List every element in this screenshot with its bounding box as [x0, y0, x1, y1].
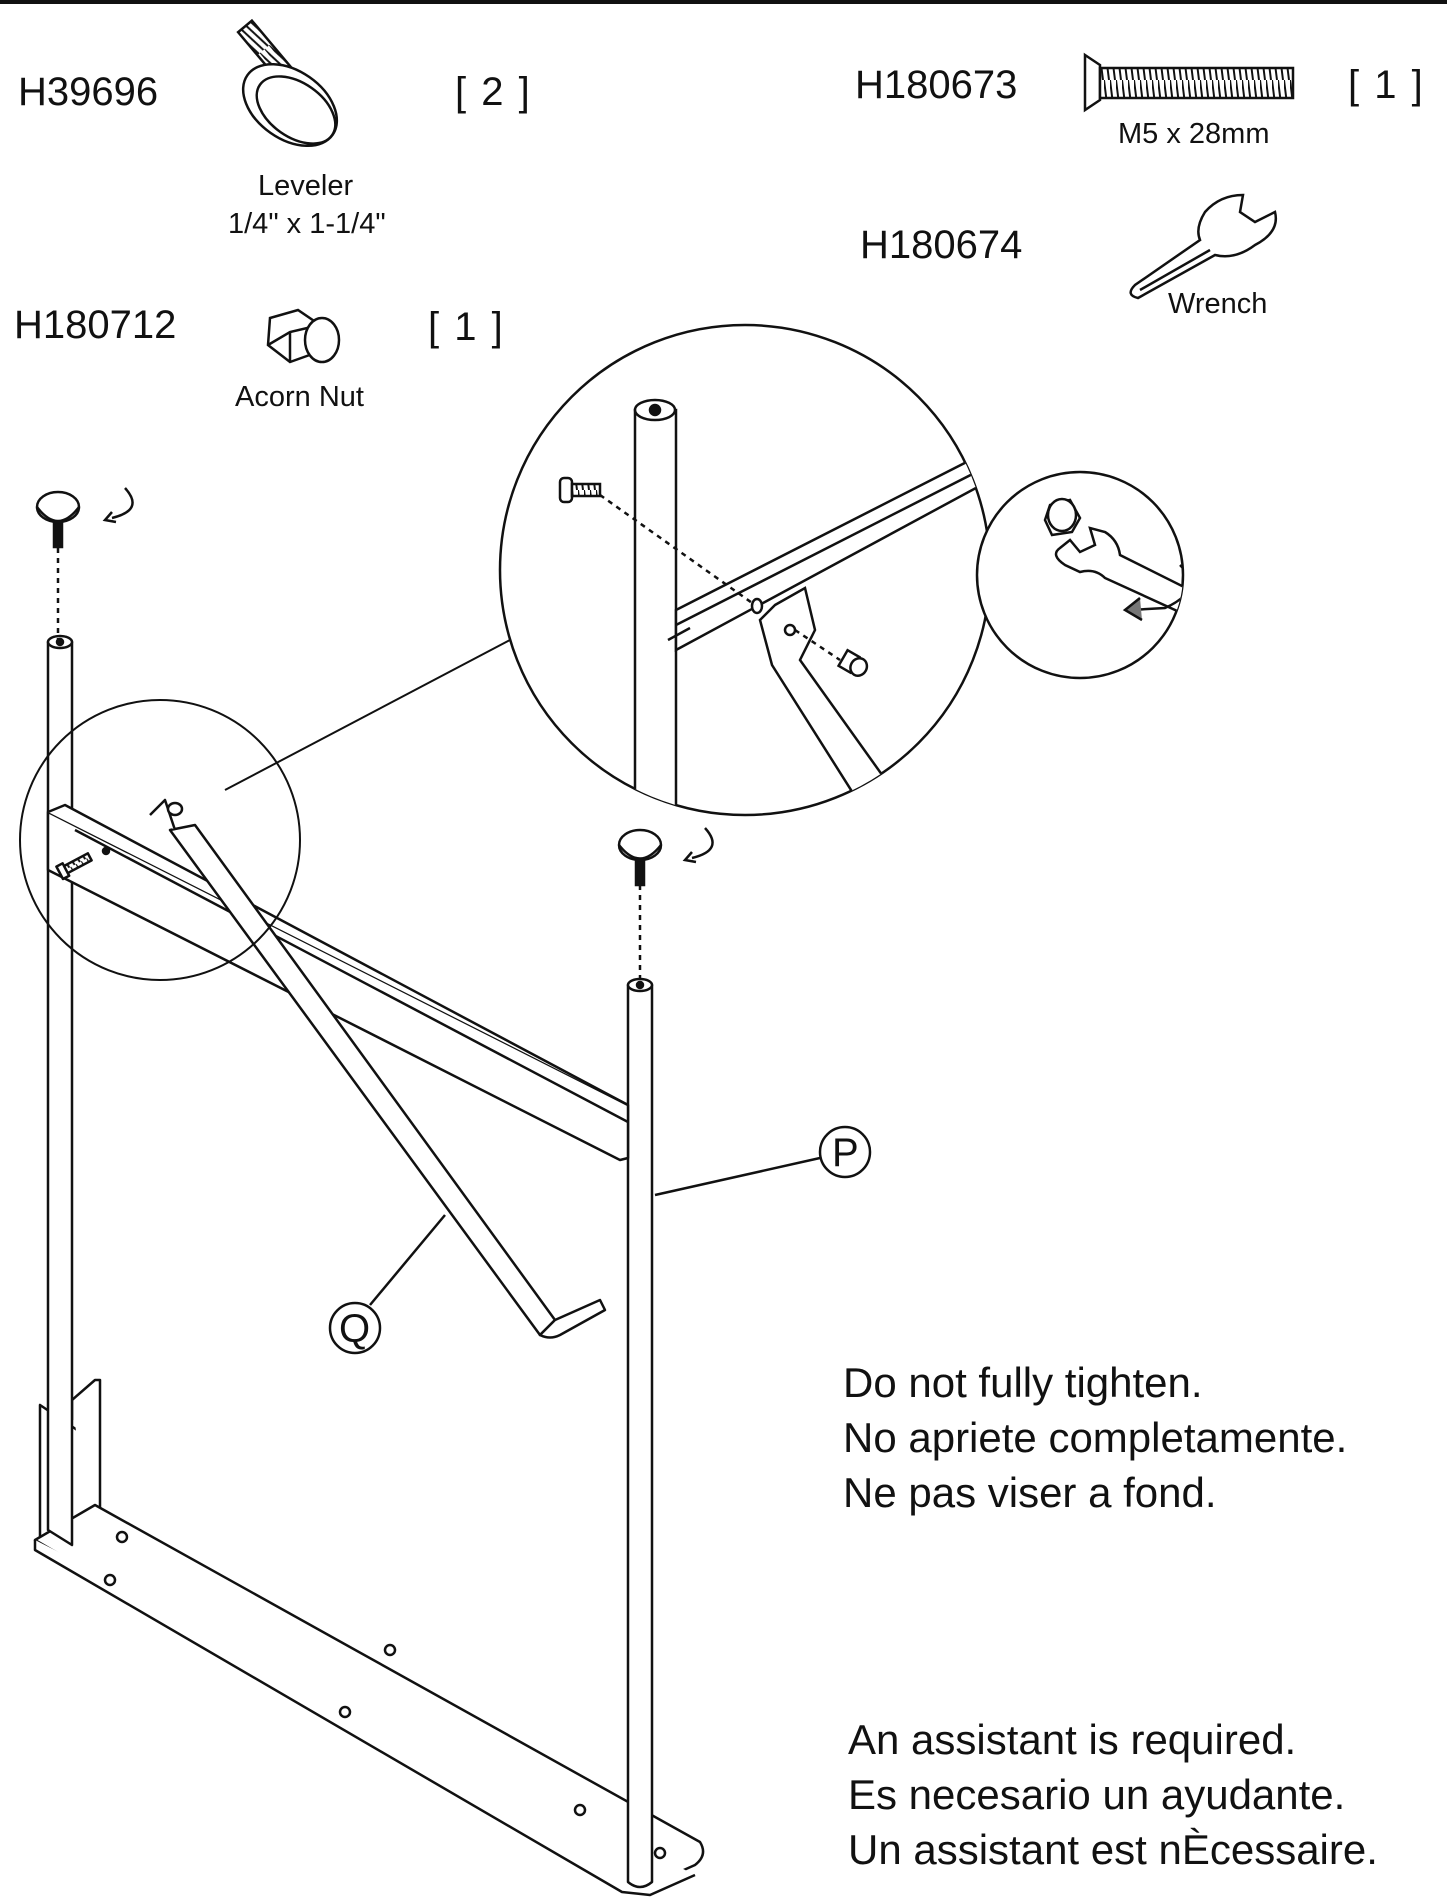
note-tighten-es: No apriete completamente.	[843, 1414, 1348, 1461]
note-assistant-fr: Un assistant est nÈcessaire.	[848, 1826, 1378, 1873]
bolt-qty: [ 1 ]	[1348, 63, 1425, 107]
callout-p	[654, 1125, 872, 1197]
bolt-size: M5 x 28mm	[1118, 118, 1270, 150]
detail-circle-left	[19, 699, 301, 981]
note-assistant: An assistant is required. Es necesario u…	[848, 1712, 1378, 1877]
leveler-right	[617, 827, 714, 980]
wrench-detail-circle	[975, 470, 1185, 680]
callout-q-label: Q	[339, 1307, 371, 1351]
note-tighten-en: Do not fully tighten.	[843, 1359, 1203, 1406]
bolt-code: H180673	[855, 63, 1018, 107]
leveler-qty: [ 2 ]	[455, 70, 532, 114]
detail-leader	[224, 639, 511, 791]
upright-p	[626, 983, 654, 1889]
callout-q	[328, 1214, 446, 1355]
leveler-name: Leveler	[258, 170, 354, 202]
bolt-icon	[1083, 52, 1295, 113]
top-rail	[46, 810, 630, 1162]
leveler-size: 1/4" x 1-1/4"	[228, 208, 386, 240]
left-upright	[46, 640, 74, 1547]
note-assistant-en: An assistant is required.	[848, 1716, 1297, 1763]
callout-p-label: P	[832, 1131, 859, 1175]
wrench-icon	[1129, 193, 1278, 300]
acorn-nut-code: H180712	[14, 303, 177, 347]
wrench-code: H180674	[860, 223, 1023, 267]
base-holes	[103, 1530, 667, 1860]
frame-assembly	[33, 634, 705, 1897]
note-tighten-fr: Ne pas viser a fond.	[843, 1469, 1217, 1516]
acorn-nut-qty: [ 1 ]	[428, 305, 505, 349]
leveler-code: H39696	[18, 70, 159, 114]
acorn-nut-name: Acorn Nut	[235, 381, 364, 413]
note-tighten: Do not fully tighten. No apriete complet…	[843, 1355, 1347, 1520]
acorn-nut-icon	[266, 308, 341, 364]
leveler-left	[35, 487, 134, 640]
note-assistant-es: Es necesario un ayudante.	[848, 1771, 1346, 1818]
detail-circle-big	[498, 323, 992, 817]
leveler-icon	[236, 18, 339, 148]
wrench-name: Wrench	[1168, 288, 1268, 320]
